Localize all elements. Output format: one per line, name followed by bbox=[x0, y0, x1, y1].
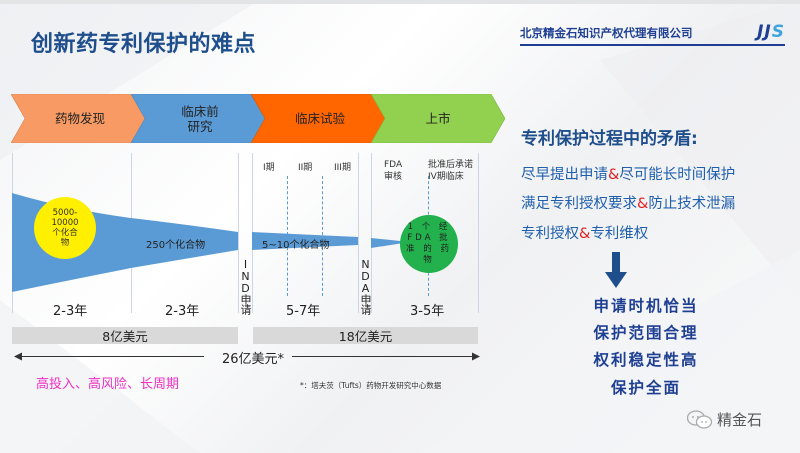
stage-preclinical: 临床前 研究 bbox=[131, 94, 269, 143]
conflict-amp: & bbox=[608, 167, 620, 183]
discovery-compounds-text: 5000- 10000 个化合 物 bbox=[51, 208, 79, 248]
chevron-shape bbox=[251, 94, 389, 143]
total-cost-label: 26亿美元* bbox=[222, 352, 285, 367]
cost-early-label: 8亿美元 bbox=[102, 329, 148, 344]
conflict-amp: & bbox=[637, 196, 649, 212]
company-logo: JJS bbox=[757, 22, 785, 42]
stage-label: 药物发现 bbox=[54, 111, 105, 126]
conflicts-title: 专利保护过程中的矛盾: bbox=[521, 129, 698, 149]
conflict-amp: & bbox=[579, 226, 591, 242]
phase-3-label: III期 bbox=[334, 163, 351, 173]
cost-early-bar: 8亿美元 bbox=[12, 327, 238, 344]
divider bbox=[358, 153, 359, 313]
top-bar bbox=[0, 0, 800, 4]
chevron-shape bbox=[11, 94, 149, 143]
conflict-item: 满足专利授权要求&防止技术泄漏 bbox=[521, 192, 735, 213]
cost-late-bar: 18亿美元 bbox=[253, 327, 478, 344]
stage-label: 临床前 研究 bbox=[181, 103, 219, 134]
company-name: 北京精金石知识产权代理有限公司 bbox=[520, 26, 693, 40]
approved-drug-text: 1 个 经 FDA 批 准 的 药 物 bbox=[406, 222, 452, 265]
conflict-item: 专利授权&专利维权 bbox=[521, 222, 648, 243]
phase-1-label: I期 bbox=[263, 163, 275, 173]
duration-market: 3-5年 bbox=[410, 304, 445, 319]
wechat-account-name: 精金石 bbox=[717, 411, 763, 429]
discovery-compounds-circle: 5000- 10000 个化合 物 bbox=[34, 197, 96, 259]
arrow-down-icon bbox=[605, 252, 627, 288]
arrowhead-right-icon bbox=[472, 352, 480, 361]
stage-market: 上市 bbox=[371, 94, 505, 143]
risk-summary: 高投入、高风险、长周期 bbox=[36, 377, 180, 392]
divider bbox=[238, 153, 239, 313]
clinical-compounds-text: 5~10个化合物 bbox=[262, 240, 330, 251]
wechat-icon bbox=[687, 409, 713, 429]
conflict-a: 尽早提出申请 bbox=[521, 167, 608, 183]
conflict-b: 专利维权 bbox=[590, 226, 649, 242]
divider bbox=[371, 153, 372, 313]
conflict-b: 尽可能长时间保护 bbox=[619, 167, 736, 183]
ind-application-label: IND申请 bbox=[239, 258, 252, 314]
goal-item: 保护范围合理 bbox=[593, 324, 699, 342]
phase-2-label: II期 bbox=[298, 163, 313, 173]
stage-discovery: 药物发现 bbox=[11, 94, 149, 143]
stage-label: 临床试验 bbox=[294, 111, 345, 126]
total-cost-arrow-left bbox=[18, 356, 204, 357]
conflict-b: 防止技术泄漏 bbox=[648, 196, 736, 212]
cost-late-label: 18亿美元 bbox=[338, 329, 393, 344]
arrowhead-left-icon bbox=[14, 352, 22, 361]
wechat-watermark: 精金石 bbox=[687, 409, 762, 430]
page-title: 创新药专利保护的难点 bbox=[31, 32, 257, 57]
company-header: 北京精金石知识产权代理有限公司 JJS bbox=[520, 22, 785, 46]
conflict-a: 满足专利授权要求 bbox=[521, 196, 637, 212]
duration-clinical: 5-7年 bbox=[286, 304, 321, 319]
chevron-shape bbox=[131, 94, 269, 143]
phase-4-label: 批准后承诺 IV期临床 bbox=[428, 160, 474, 182]
duration-preclinical: 2-3年 bbox=[165, 304, 200, 319]
chevron-shape bbox=[371, 94, 505, 143]
footnote: *：塔夫茨（Tufts）药物开发研究中心数据 bbox=[300, 381, 442, 390]
fda-review-label: FDA 审核 bbox=[384, 160, 403, 182]
conflict-item: 尽早提出申请&尽可能长时间保护 bbox=[521, 163, 735, 184]
nda-application-label: NDA申请 bbox=[359, 258, 372, 314]
duration-discovery: 2-3年 bbox=[53, 304, 88, 319]
goal-item: 权利稳定性高 bbox=[593, 351, 699, 369]
stage-label: 上市 bbox=[425, 111, 451, 126]
divider bbox=[478, 153, 479, 313]
approved-drug-circle: 1 个 经 FDA 批 准 的 药 物 bbox=[400, 215, 458, 273]
total-cost-arrow-right bbox=[292, 356, 474, 357]
goal-item: 保护全面 bbox=[610, 379, 681, 397]
conflict-a: 专利授权 bbox=[521, 226, 579, 242]
goal-item: 申请时机恰当 bbox=[593, 297, 699, 315]
preclinical-compounds-text: 250个化合物 bbox=[146, 240, 206, 251]
stage-clinical-trial: 临床试验 bbox=[251, 94, 389, 143]
